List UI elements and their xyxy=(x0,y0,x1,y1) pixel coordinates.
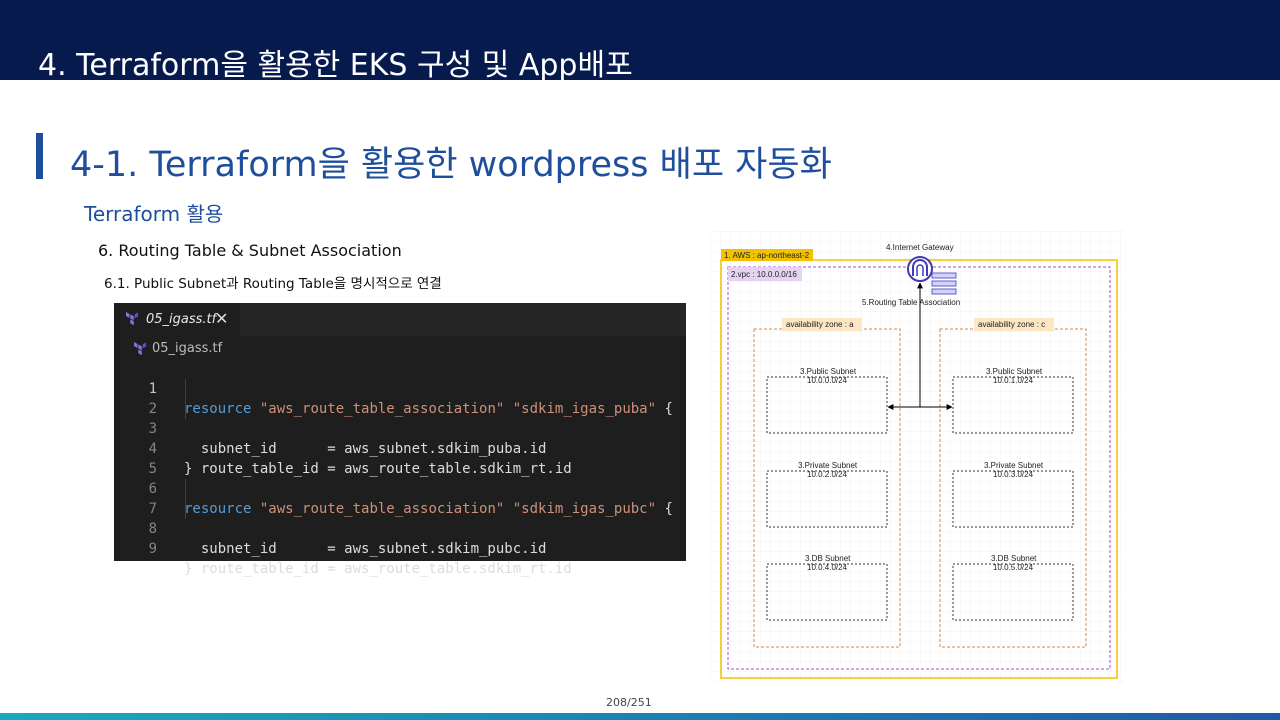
subnet-name: 3.Public Subnet xyxy=(986,367,1043,376)
section-accent-bar xyxy=(36,133,43,179)
code-keyword: resource xyxy=(184,401,252,417)
code-line: 9 } xyxy=(114,519,686,577)
code-keyword: resource xyxy=(184,501,252,517)
subnet-name: 3.Public Subnet xyxy=(800,367,857,376)
az-a-label-bg xyxy=(782,318,862,331)
subnet-cidr: 10.0.5.0/24 xyxy=(993,563,1034,572)
indent-guide xyxy=(185,379,186,399)
diagram-grid xyxy=(710,231,1124,682)
line-number: 8 xyxy=(148,521,157,537)
private-subnet-c xyxy=(952,470,1074,528)
architecture-diagram: 1. AWS : ap-northeast-2 2.vpc : 10.0.0.0… xyxy=(710,231,1124,682)
terraform-icon xyxy=(134,342,146,356)
terraform-icon xyxy=(126,312,138,326)
code-line: 6 resource "aws_route_table_association"… xyxy=(114,459,686,517)
vpc-label-bg xyxy=(728,267,802,281)
close-icon[interactable]: ✕ xyxy=(215,309,229,328)
code-string: "aws_route_table_association" xyxy=(259,401,505,417)
az-c-label-bg xyxy=(974,318,1054,331)
db-subnet-a xyxy=(766,563,888,621)
az-c-label: availability zone : c xyxy=(978,320,1045,329)
code-text: route_table_id = aws_route_table.sdkim_r… xyxy=(184,461,572,477)
aws-region-label-bg xyxy=(721,249,813,261)
code-line: 3 route_table_id = aws_route_table.sdkim… xyxy=(114,399,686,477)
code-string: "sdkim_igas_puba" xyxy=(512,401,657,417)
code-line: 5 xyxy=(114,439,686,477)
route-table-icon xyxy=(931,272,957,295)
slide-header: 4. Terraform을 활용한 EKS 구성 및 App배포 xyxy=(0,0,1280,83)
code-string: "sdkim_igas_pubc" xyxy=(512,501,657,517)
subnet-cidr: 10.0.4.0/24 xyxy=(807,563,848,572)
subnet-name: 3.DB Subnet xyxy=(991,554,1037,563)
az-a-label: availability zone : a xyxy=(786,320,854,329)
subnet-name: 3.DB Subnet xyxy=(805,554,851,563)
editor-tab-bar: 05_igass.tf ✕ xyxy=(114,303,686,336)
rta-label: 5.Routing Table Association xyxy=(862,298,960,307)
step-heading: 6. Routing Table & Subnet Association xyxy=(98,241,402,260)
line-number: 6 xyxy=(148,481,157,497)
vpc-label: 2.vpc : 10.0.0.0/16 xyxy=(731,270,797,279)
line-number: 4 xyxy=(148,441,157,457)
header-title: 4. Terraform을 활용한 EKS 구성 및 App배포 xyxy=(38,48,633,83)
footer-bar xyxy=(0,713,1280,720)
code-text: } xyxy=(184,461,193,477)
code-area[interactable]: 1 resource "aws_route_table_association"… xyxy=(114,359,686,577)
subnet-cidr: 10.0.1.0/24 xyxy=(993,376,1034,385)
private-subnet-a xyxy=(766,470,888,528)
line-number: 1 xyxy=(148,381,157,397)
indent-guide xyxy=(185,479,186,499)
indent-guide xyxy=(185,499,186,519)
code-brace: { xyxy=(656,501,673,517)
editor-tab-label: 05_igass.tf xyxy=(146,312,217,327)
db-subnet-c xyxy=(952,563,1074,621)
code-text: subnet_id = aws_subnet.sdkim_pubc.id xyxy=(184,541,547,557)
internet-gateway-icon xyxy=(907,256,933,282)
section-title: 4-1. Terraform을 활용한 wordpress 배포 자동화 xyxy=(70,145,832,185)
code-line: 2 subnet_id = aws_subnet.sdkim_puba.id xyxy=(114,379,686,457)
code-text: subnet_id = aws_subnet.sdkim_puba.id xyxy=(184,441,547,457)
code-line: 1 resource "aws_route_table_association"… xyxy=(114,359,686,417)
igw-label: 4.Internet Gateway xyxy=(886,243,954,252)
code-text: } xyxy=(184,561,193,577)
subnet-cidr: 10.0.3.0/24 xyxy=(993,470,1034,479)
subnet-name: 3.Private Subnet xyxy=(984,461,1044,470)
line-number: 9 xyxy=(148,541,157,557)
public-subnet-c xyxy=(952,376,1074,434)
code-editor-screenshot: 05_igass.tf ✕ 05_igass.tf 1 resource "aw… xyxy=(114,303,686,577)
code-brace: { xyxy=(656,401,673,417)
line-number: 2 xyxy=(148,401,157,417)
code-string: "aws_route_table_association" xyxy=(259,501,505,517)
code-line: 7 subnet_id = aws_subnet.sdkim_pubc.id xyxy=(114,479,686,557)
line-number: 7 xyxy=(148,501,157,517)
subnet-cidr: 10.0.2.0/24 xyxy=(807,470,848,479)
breadcrumb[interactable]: 05_igass.tf xyxy=(152,341,223,356)
code-line: 8 route_table_id = aws_route_table.sdkim… xyxy=(114,499,686,577)
aws-region-label: 1. AWS : ap-northeast-2 xyxy=(724,251,810,260)
line-number: 3 xyxy=(148,421,157,437)
line-number: 5 xyxy=(148,461,157,477)
indent-guide xyxy=(185,399,186,419)
code-text: route_table_id = aws_route_table.sdkim_r… xyxy=(184,561,572,577)
page-number: 208/251 xyxy=(606,696,652,709)
substep-heading: 6.1. Public Subnet과 Routing Table을 명시적으로… xyxy=(104,276,442,292)
code-line: 4 } xyxy=(114,419,686,477)
public-subnet-a xyxy=(766,376,888,434)
subnet-cidr: 10.0.0.0/24 xyxy=(807,376,848,385)
subnet-name: 3.Private Subnet xyxy=(798,461,858,470)
editor-tab[interactable]: 05_igass.tf ✕ xyxy=(114,303,240,336)
subtitle: Terraform 활용 xyxy=(84,202,224,226)
